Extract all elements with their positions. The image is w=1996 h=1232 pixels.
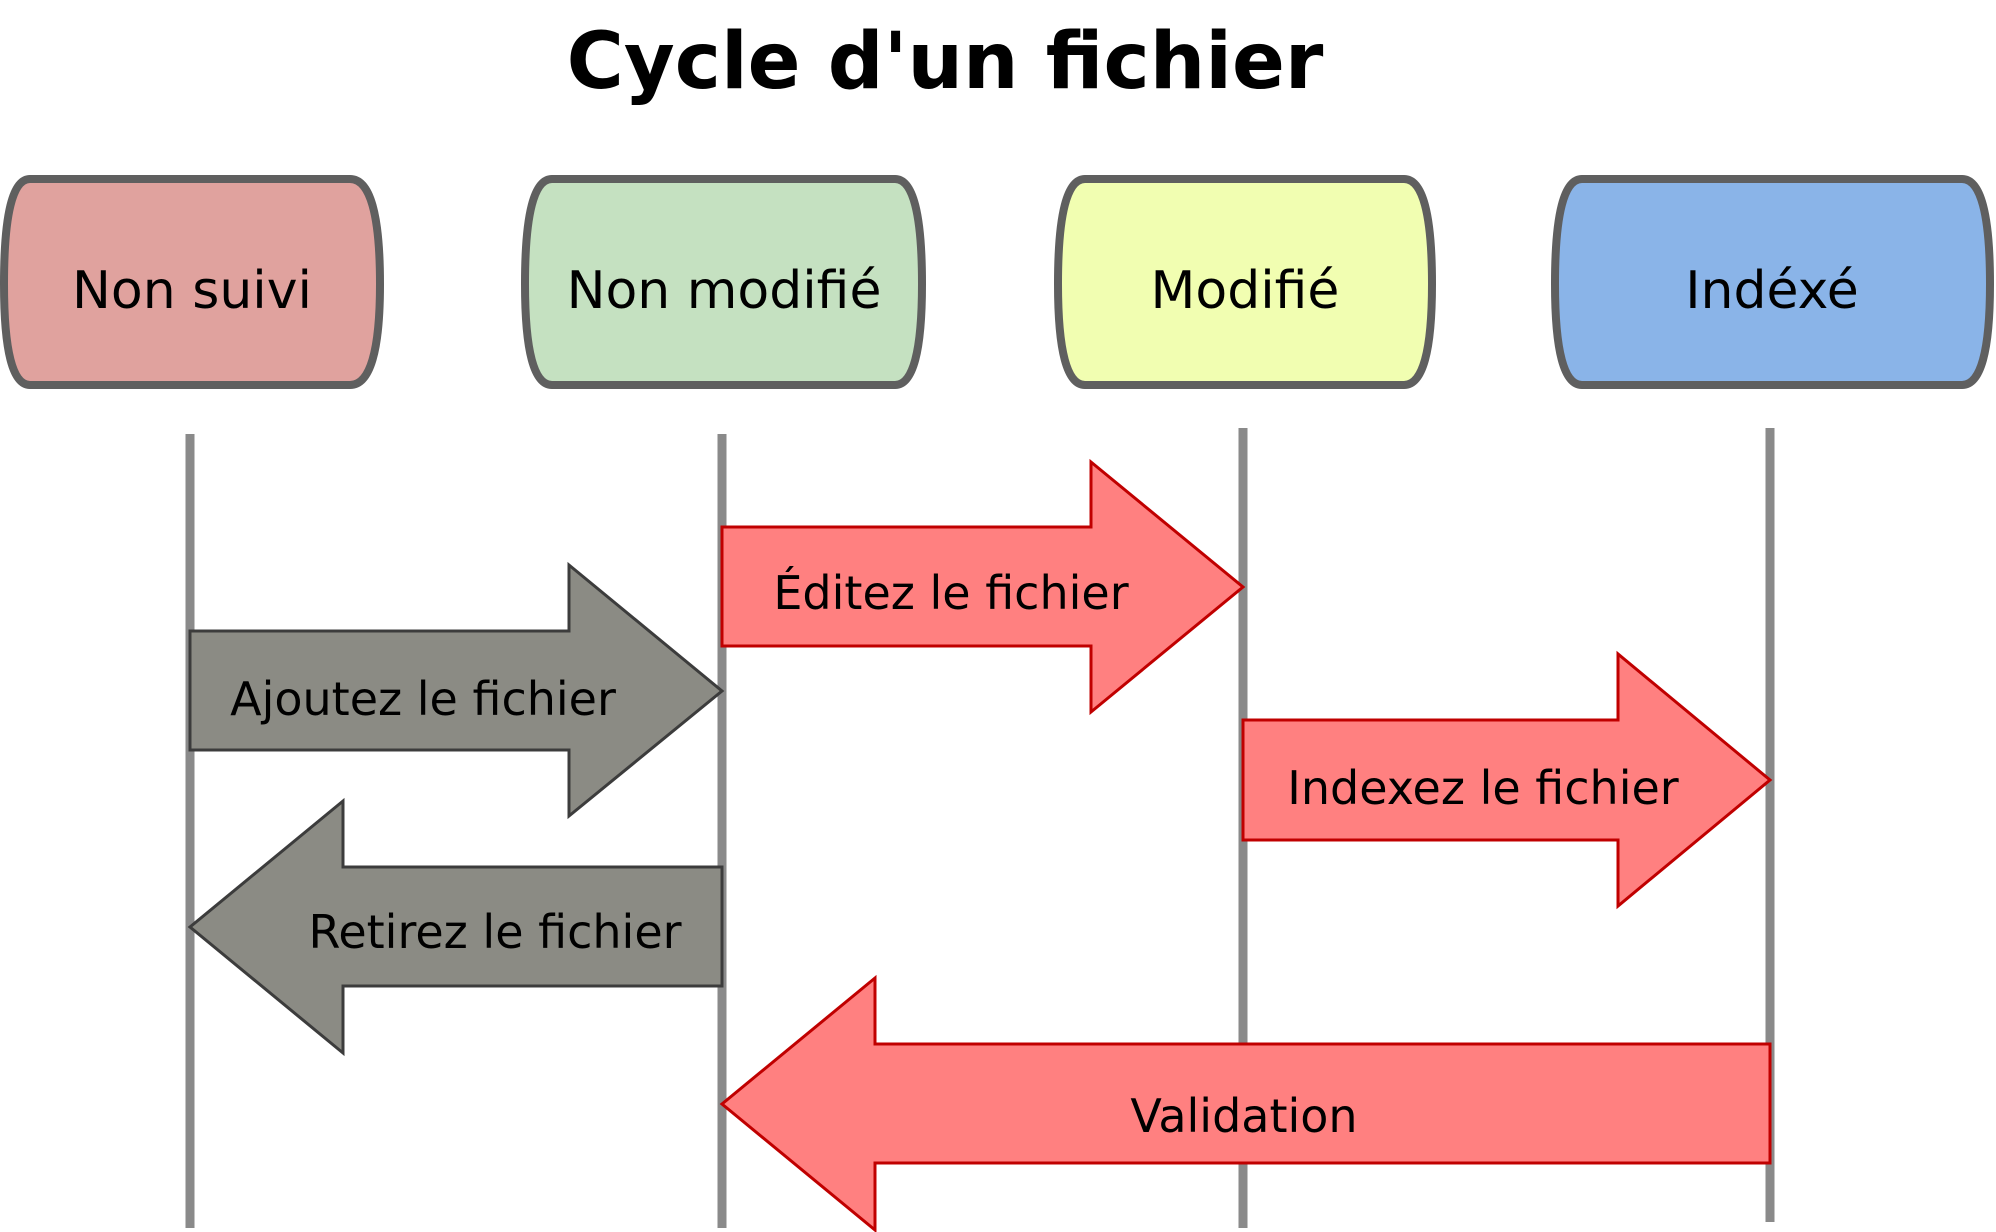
- arrow-commit-label: Validation: [1130, 1089, 1357, 1143]
- state-unmodified-shape: [520, 175, 927, 389]
- state-modified-shape: [1053, 175, 1437, 389]
- arrow-commit-shape: [719, 974, 1772, 1232]
- state-modified: Modifié: [1053, 175, 1437, 389]
- state-untracked: Non suivi: [0, 175, 385, 389]
- arrow-stage-label: Indexez le fichier: [1287, 761, 1678, 815]
- arrow-add-label: Ajoutez le fichier: [230, 672, 616, 726]
- state-modified-label: Modifié: [1151, 261, 1340, 321]
- state-untracked-label: Non suivi: [72, 261, 312, 321]
- state-unmodified-label: Non modifié: [567, 261, 882, 321]
- arrow-edit-shape: [720, 458, 1246, 716]
- arrow-add: Ajoutez le fichier: [188, 561, 725, 820]
- arrow-edit: Éditez le fichier: [720, 458, 1246, 716]
- arrow-remove-label: Retirez le fichier: [308, 905, 681, 959]
- state-staged: Indéxé: [1550, 175, 1995, 389]
- state-staged-shape: [1550, 175, 1995, 389]
- diagram-title: Cycle d'un fichier: [567, 17, 1324, 107]
- state-unmodified: Non modifié: [520, 175, 927, 389]
- arrow-add-shape: [188, 561, 725, 820]
- arrow-stage: Indexez le fichier: [1241, 650, 1773, 910]
- arrow-stage-shape: [1241, 650, 1773, 910]
- arrow-edit-label: Éditez le fichier: [773, 566, 1128, 620]
- state-staged-label: Indéxé: [1685, 261, 1859, 321]
- arrow-remove-shape: [187, 797, 724, 1057]
- arrow-commit: Validation: [719, 974, 1772, 1232]
- state-untracked-shape: [0, 175, 385, 389]
- arrow-remove: Retirez le fichier: [187, 797, 724, 1057]
